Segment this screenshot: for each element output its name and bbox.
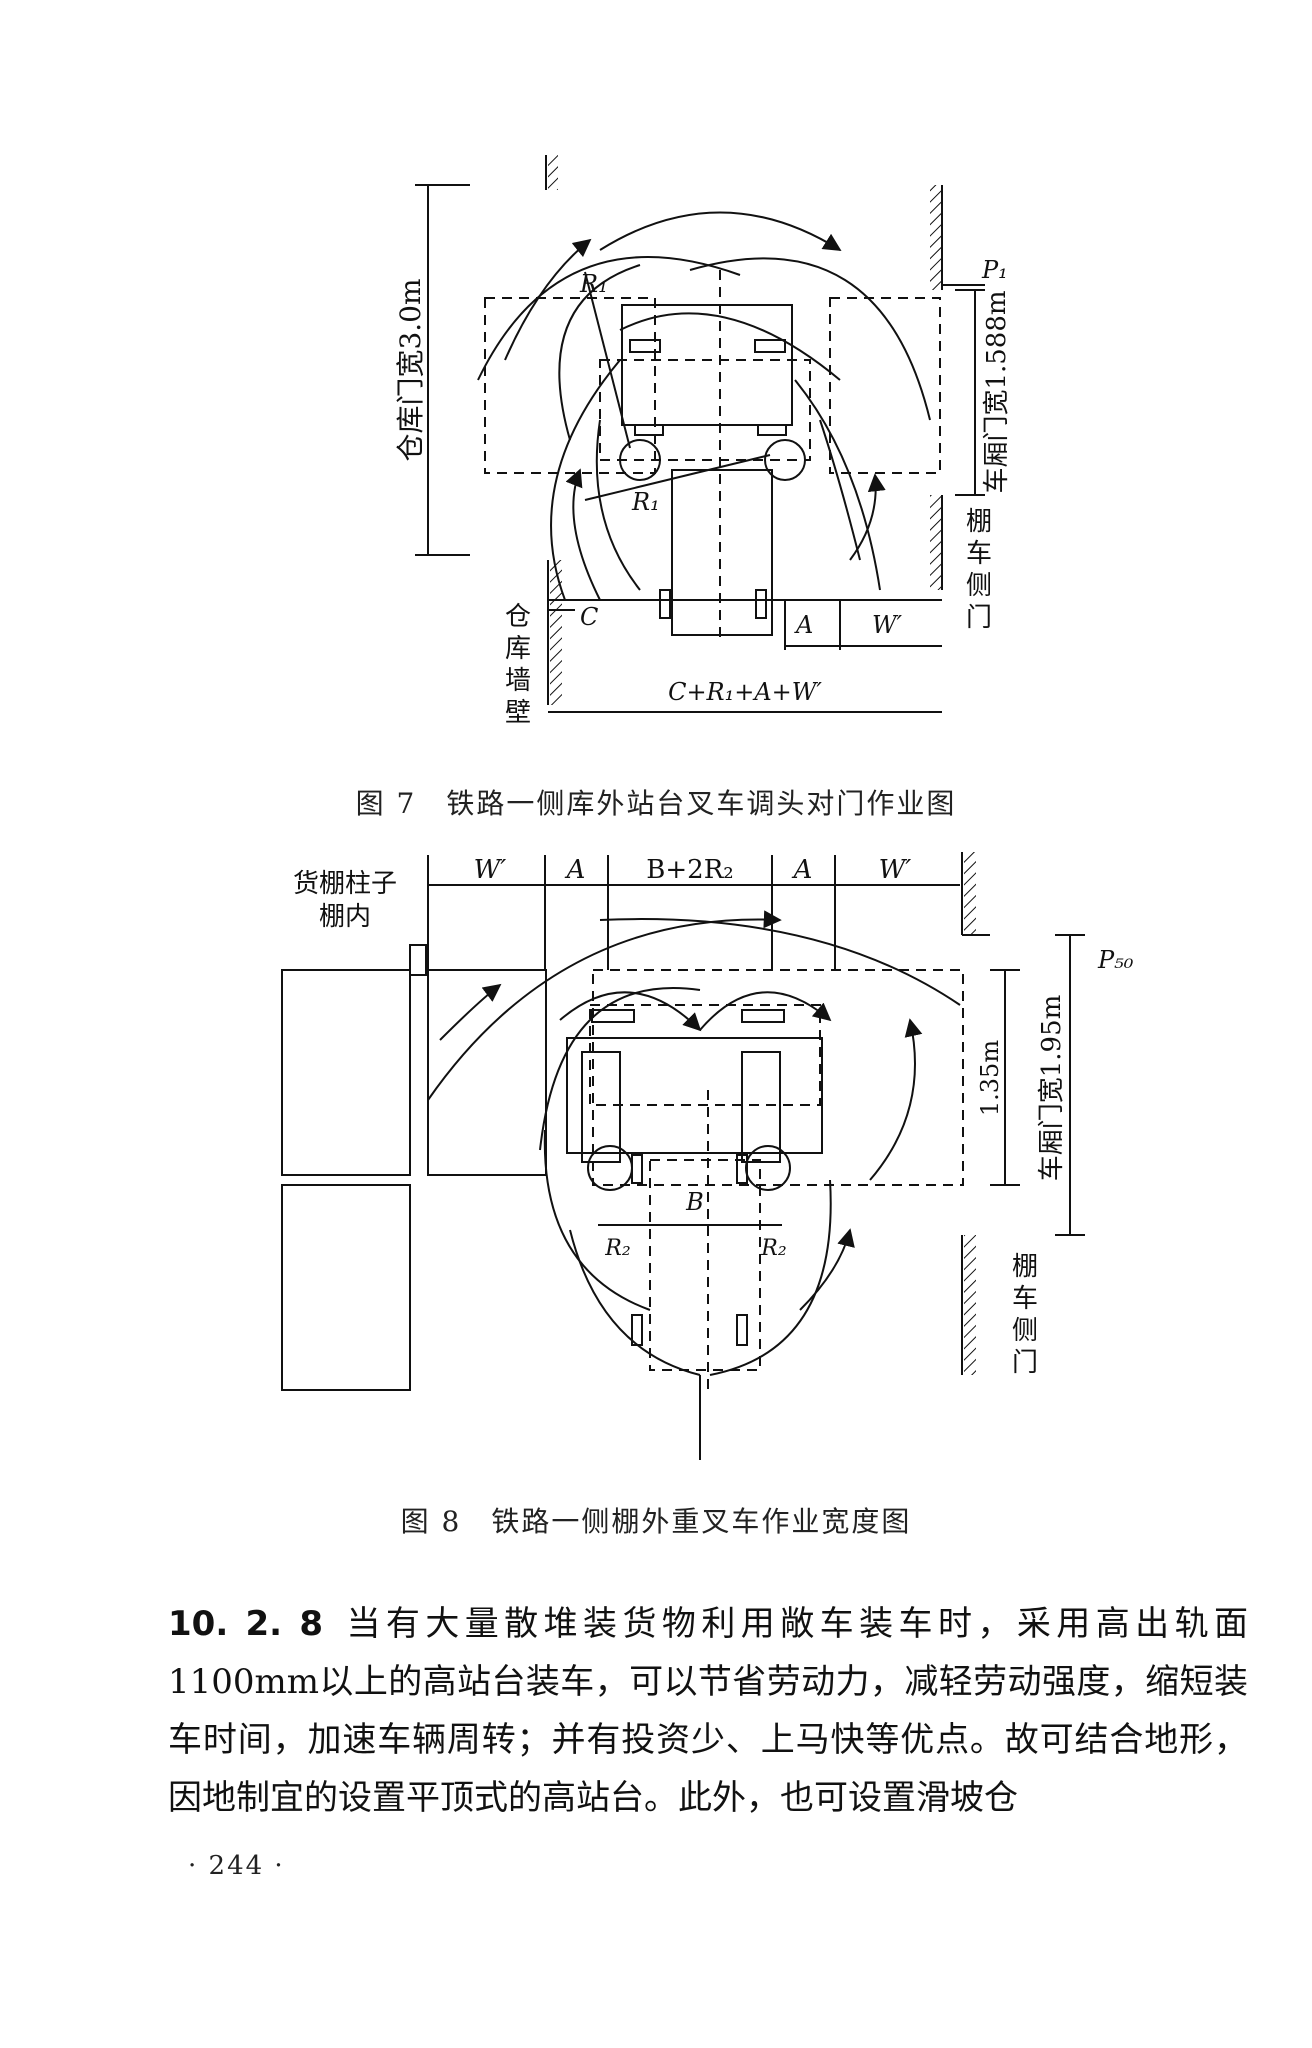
fig7-warehouse-wall-label: 仓库墙壁 [505,602,531,728]
fig8-a-right-label: A [792,855,813,885]
fig8-car-door-label: 车厢门宽1.95m [1037,995,1067,1182]
fig7-side-door-label: 棚车侧门 [966,507,992,633]
fig8-pillar-inside-label: 棚内 [319,902,371,932]
figure-7-caption: 图 7 铁路一侧库外站台叉车调头对门作业图 [355,787,957,820]
fig8-b2r2-label: B+2R₂ [646,855,733,885]
figure-8-diagram: W′ A B+2R₂ A W′ 货棚柱子 棚内 P₅₀ 1.35m 车厢门宽1.… [281,852,1134,1460]
fig7-r1-bottom-label: R₁ [631,488,660,516]
fig8-pillar-label: 货棚柱子 [293,869,397,899]
section-number: 10. 2. 8 [168,1604,324,1644]
fig7-w-label: W′ [872,611,903,639]
fig8-135-label: 1.35m [976,1040,1004,1116]
fig7-r1-top-label: R₁ [579,270,608,298]
fig8-a-left-label: A [565,855,586,885]
fig7-a-label: A [794,611,813,639]
fig7-car-door-label: 车厢门宽1.588m [982,290,1012,493]
fig8-p50-label: P₅₀ [1097,946,1134,974]
fig8-b-label: B [685,1188,704,1216]
page-number: · 244 · [188,1851,285,1881]
fig7-p1-label: P₁ [981,256,1008,284]
figure-7-diagram: 仓库门宽3.0m 车厢门宽1.588m P₁ R₁ R₁ C A W′ C+R₁… [394,155,1012,728]
figure-8-caption: 图 8 铁路一侧棚外重叉车作业宽度图 [400,1505,912,1538]
fig7-total-label: C+R₁+A+W′ [668,678,822,706]
fig8-r2-left-label: R₂ [604,1236,630,1261]
fig8-w-left-label: W′ [474,855,507,885]
fig7-warehouse-door-label: 仓库门宽3.0m [394,278,427,461]
fig8-r2-right-label: R₂ [760,1236,786,1261]
fig8-side-door-label: 棚车侧门 [1012,1252,1038,1378]
fig7-c-label: C [580,603,598,631]
fig8-w-right-label: W′ [879,855,912,885]
paragraph-text: 当有大量散堆装货物利用敞车装车时，采用高出轨面1100mm以上的高站台装车，可以… [168,1604,1249,1818]
